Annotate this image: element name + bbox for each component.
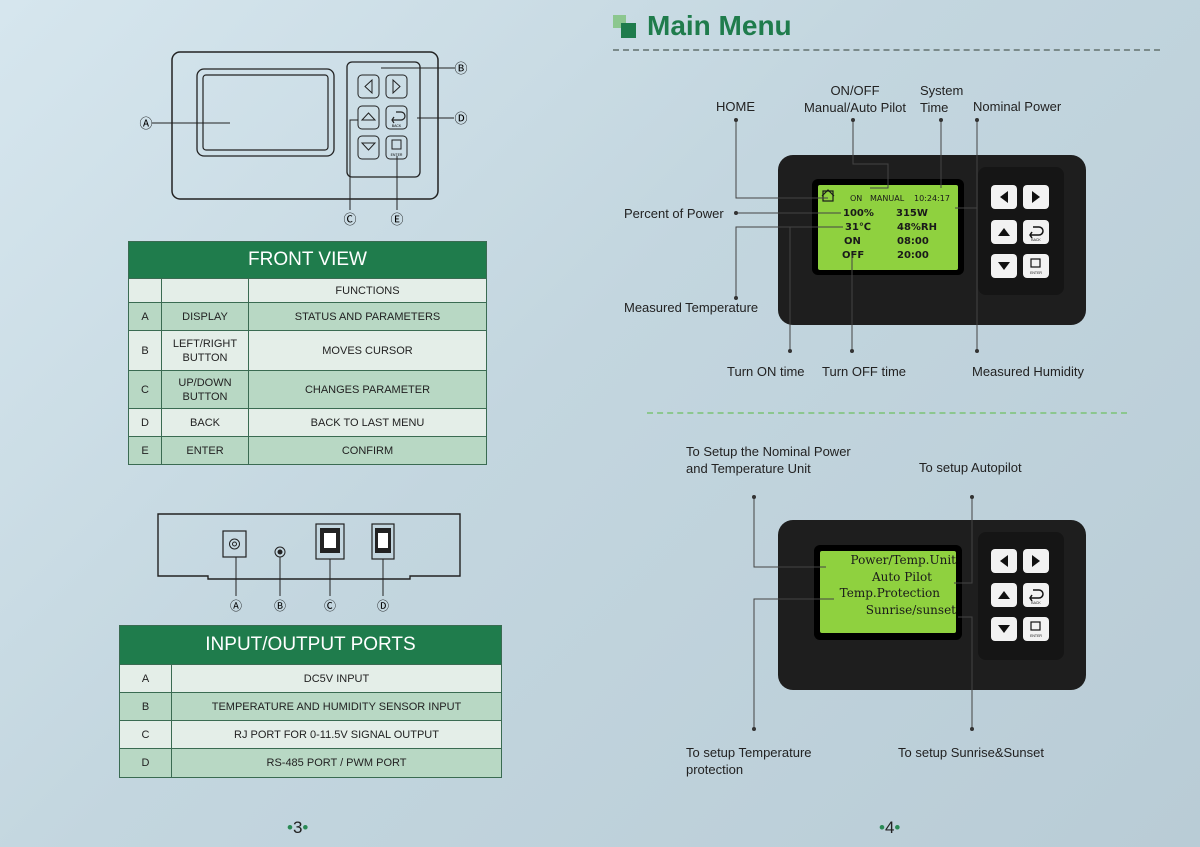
table-row: C RJ PORT FOR 0-11.5V SIGNAL OUTPUT: [119, 720, 502, 749]
svg-text:31℃: 31℃: [845, 222, 871, 233]
label-onoff: ON/OFF Manual/Auto Pilot: [804, 83, 906, 115]
menu-item-sunrise[interactable]: Sunrise/sunset: [865, 602, 956, 617]
svg-text:315W: 315W: [896, 208, 928, 219]
page-title: Main Menu: [647, 10, 792, 41]
port-callout-c: Ⓒ: [324, 599, 336, 613]
table-row: D RS-485 PORT / PWM PORT: [119, 748, 502, 778]
page-number-left: •3•: [287, 818, 309, 837]
svg-text:48%RH: 48%RH: [897, 222, 937, 233]
label-turn-off: Turn OFF time: [822, 364, 907, 379]
home-icon: [821, 189, 835, 202]
ports-table: INPUT/OUTPUT PORTS A DC5V INPUT B TEMPER…: [119, 625, 502, 778]
back-label-setup: BACK: [1031, 601, 1041, 605]
section-divider: [647, 412, 1127, 414]
front-view-diagram: BACK ENTER Ⓐ Ⓑ Ⓓ Ⓒ Ⓔ: [139, 51, 468, 228]
svg-text:ON: ON: [844, 236, 861, 247]
svg-text:100%: 100%: [843, 208, 874, 219]
svg-text:ON: ON: [850, 194, 862, 203]
lcd-screen-setup: [820, 551, 956, 633]
svg-text:20:00: 20:00: [897, 250, 929, 261]
table-row: B LEFT/RIGHT BUTTON MOVES CURSOR: [128, 330, 487, 371]
lcd-screen: [818, 185, 958, 270]
setup-leaders: [752, 495, 974, 731]
label-setup-nominal: To Setup the Nominal Power and Temperatu…: [686, 444, 851, 476]
label-turn-on: Turn ON time: [727, 364, 805, 379]
enter-mini-label: ENTER: [391, 153, 403, 157]
lcd-home-content: ON MANUAL 10:24:17 100% 315W 31℃ 48%RH O…: [821, 189, 950, 261]
back-mini-label: BACK: [392, 124, 402, 128]
main-menu-leaders: [734, 118, 979, 353]
label-setup-autopilot: To setup Autopilot: [919, 460, 1022, 475]
label-setup-temp-protection: To setup Temperature protection: [686, 745, 812, 777]
svg-text:OFF: OFF: [842, 250, 864, 261]
callout-b: Ⓑ: [454, 62, 467, 77]
table-row: D BACK BACK TO LAST MENU: [128, 408, 487, 437]
svg-text:10:24:17: 10:24:17: [914, 194, 950, 203]
table-row: A DC5V INPUT: [119, 664, 502, 693]
menu-item-power-temp[interactable]: Power/Temp.Unit: [850, 553, 956, 567]
label-measured-humidity: Measured Humidity: [972, 364, 1084, 379]
front-view-table: FRONT VIEW FUNCTIONS A DISPLAY STATUS AN…: [128, 241, 487, 465]
table-row: B TEMPERATURE AND HUMIDITY SENSOR INPUT: [119, 692, 502, 721]
main-device: BACK ENTER: [778, 155, 1086, 325]
callout-d: Ⓓ: [454, 112, 467, 127]
label-percent-power: Percent of Power: [624, 206, 724, 221]
menu-item-temp-protection[interactable]: Temp.Protection: [839, 586, 940, 600]
table-row: C UP/DOWN BUTTON CHANGES PARAMETER: [128, 370, 487, 409]
port-callout-b: Ⓑ: [274, 599, 286, 613]
label-system-time: System Time: [920, 83, 964, 115]
ports-title: INPUT/OUTPUT PORTS: [119, 625, 502, 665]
enter-label: ENTER: [1030, 271, 1042, 275]
title-divider: [613, 49, 1160, 51]
page-number-right: •4•: [879, 818, 901, 837]
callout-e: Ⓔ: [390, 213, 403, 228]
table-row: E ENTER CONFIRM: [128, 436, 487, 465]
label-home: HOME: [716, 99, 755, 114]
setup-device: BACK ENTER: [778, 520, 1086, 690]
svg-text:08:00: 08:00: [897, 236, 929, 247]
title-squares-icon: [613, 15, 636, 38]
table-row: A DISPLAY STATUS AND PARAMETERS: [128, 302, 487, 331]
callout-c: Ⓒ: [343, 213, 356, 228]
label-measured-temp: Measured Temperature: [624, 300, 759, 315]
setup-menu-list: Power/Temp.Unit Auto Pilot Temp.Protecti…: [822, 552, 956, 618]
back-label: BACK: [1031, 238, 1041, 242]
front-view-title: FRONT VIEW: [128, 241, 487, 279]
label-nominal-power: Nominal Power: [973, 99, 1062, 114]
callout-a: Ⓐ: [139, 117, 152, 132]
port-callout-a: Ⓐ: [230, 599, 242, 613]
svg-text:MANUAL: MANUAL: [870, 194, 905, 203]
enter-label-setup: ENTER: [1030, 634, 1042, 638]
label-setup-sunrise: To setup Sunrise&Sunset: [898, 745, 1044, 760]
port-callout-d: Ⓓ: [377, 599, 389, 613]
functions-header: FUNCTIONS: [248, 278, 487, 303]
menu-item-autopilot[interactable]: Auto Pilot: [871, 569, 932, 584]
ports-diagram: Ⓐ Ⓑ Ⓒ Ⓓ: [157, 513, 461, 613]
